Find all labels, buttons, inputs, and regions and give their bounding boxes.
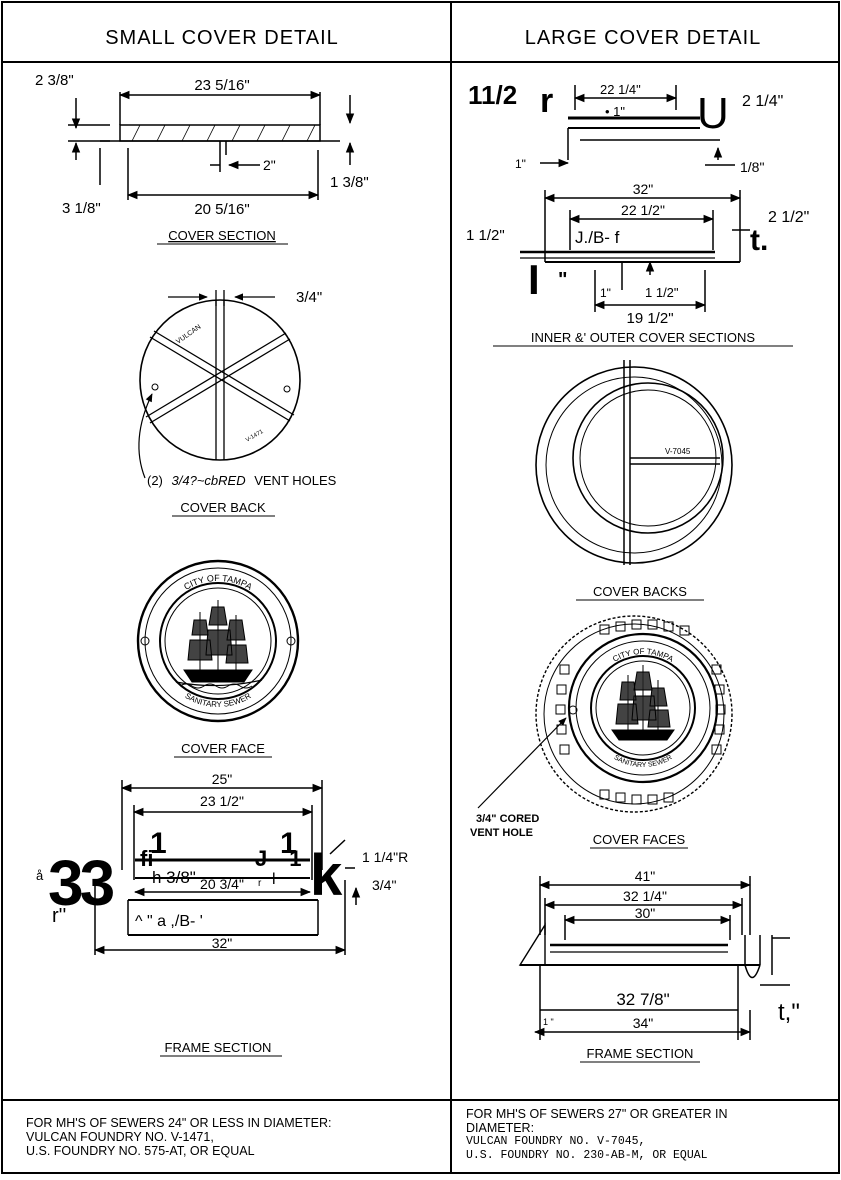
dim-small-overall: 23 5/16" [194, 77, 249, 94]
caption-large-frame-section: FRAME SECTION [587, 1046, 694, 1061]
stamp-v7045: V-7045 [665, 447, 691, 456]
note-large-line1: FOR MH'S OF SEWERS 27" OR GREATER IN [466, 1107, 728, 1121]
dim-lframe-d3: 30" [635, 905, 656, 921]
header-large: LARGE COVER DETAIL [525, 27, 762, 49]
dim-lframe-d5: 34" [633, 1015, 654, 1031]
dim-io-bottom: 19 1/2" [626, 310, 673, 327]
note-large-line4: U.S. FOUNDRY NO. 230-AB-M, OR EQUAL [466, 1149, 708, 1162]
frame-garble-a: fi- [140, 846, 161, 871]
dim-lframe-right-mark: t," [778, 999, 800, 1026]
dim-frame-bottom: 32" [212, 935, 233, 951]
dim-rib-width: 3/4" [296, 289, 322, 306]
frame-left-mark: å [36, 868, 44, 883]
dim-io-sub2: 1 1/2" [645, 285, 679, 300]
note-large-line3: VULCAN FOUNDRY NO. V-7045, [466, 1135, 646, 1148]
caption-cover-backs: COVER BACKS [593, 584, 687, 599]
dim-frame-inner-top: 23 1/2" [200, 793, 244, 809]
frame-base-garble: ^ " a ,/B- ' [135, 913, 203, 930]
small-cover-face: CITY OF TAMPA SANITARY SEWER COVER FACE [136, 559, 300, 758]
dim-io-right-label: 2 1/2" [768, 209, 809, 226]
dim-frame-mid-label: h 3/8" [152, 868, 196, 887]
frame-left-r: r'' [52, 905, 66, 927]
dim-lframe-d2: 32 1/4" [623, 888, 667, 904]
dim-small-lug: 2" [263, 157, 276, 173]
frame-mark-1a: 1 [150, 827, 167, 860]
grid-pattern-ring [555, 619, 726, 805]
small-cover-plate [119, 124, 321, 142]
dim-large-bottom-right: 1/8" [740, 159, 764, 175]
note-large-line2: DIAMETER: [466, 1121, 535, 1135]
dim-frame-mid-width: 20 3/4" [200, 876, 244, 892]
large-cover-faces: CITY OF TAMPA SANITARY SEWER 3/4" CORED … [470, 615, 733, 849]
ship-icon [175, 600, 263, 689]
note-large: FOR MH'S OF SEWERS 27" OR GREATER IN DIA… [466, 1107, 834, 1163]
callout-vent-holes: (2) 3/4?~cbRED VENT HOLES [147, 473, 337, 488]
large-frame-section: 41" 32 1/4" 30" 32 7/8" 34" 1 " t," FRAM… [518, 868, 800, 1063]
frame-mark-1b: 1 [280, 827, 297, 860]
dim-frame-outer-top: 25" [212, 771, 233, 787]
small-frame-section: 25" 23 1/2" 1 1 å 33 fi- J—1 k h 3/8" r … [36, 771, 408, 1057]
caption-small-cover-back: COVER BACK [180, 500, 266, 515]
dim-frame-right-small: 3/4" [372, 877, 396, 893]
dim-io-left-quote: " [558, 269, 567, 291]
header-small: SMALL COVER DETAIL [105, 27, 339, 49]
dim-lframe-d4: 32 7/8" [616, 990, 669, 1009]
dim-small-right-depth: 1 3/8" [330, 174, 369, 191]
dim-io-overall: 32" [633, 181, 654, 197]
dim-io-inner: 22 1/2" [621, 202, 665, 218]
frame-garble-d: r [258, 878, 262, 889]
ship-icon-large [611, 665, 675, 741]
note-small: FOR MH'S OF SEWERS 24" OR LESS IN DIAMET… [26, 1116, 446, 1158]
note-small-line2: VULCAN FOUNDRY NO. V-1471, [26, 1130, 214, 1144]
note-small-line3: U.S. FOUNDRY NO. 575-AT, OR EQUAL [26, 1144, 255, 1158]
dim-large-bottom-left: 1" [515, 157, 526, 171]
caption-small-cover-face: COVER FACE [181, 741, 265, 756]
small-cover-back: VULCAN V-1471 3/4" (2) 3/4?~cbRED VENT H… [138, 289, 337, 517]
dim-small-bottom-width: 20 5/16" [194, 201, 249, 218]
caption-cover-faces: COVER FACES [593, 832, 686, 847]
stamp-vulcan: VULCAN [175, 324, 202, 346]
large-hook: U [697, 89, 729, 138]
callout-cored-1: 3/4" CORED [476, 813, 539, 825]
dim-io-sub1: 1" [600, 286, 611, 300]
dim-large-right: 2 1/4" [742, 93, 783, 110]
dim-io-left-big-i: I [528, 256, 540, 303]
dim-io-right-t: t. [750, 224, 768, 257]
dim-lframe-left-mark: 1 " [543, 1017, 554, 1027]
callout-cored-2: VENT HOLE [470, 827, 533, 839]
dim-large-bracket: r [540, 82, 553, 120]
dim-lframe-outer: 41" [635, 868, 656, 884]
note-small-line1: FOR MH'S OF SEWERS 24" OR LESS IN DIAMET… [26, 1116, 332, 1130]
frame-left-big: 33 [48, 847, 114, 919]
caption-small-frame-section: FRAME SECTION [165, 1040, 272, 1055]
dim-small-bottom-left: 3 1/8" [62, 200, 101, 217]
dim-frame-radius: 1 1/4"R [362, 849, 408, 865]
caption-small-cover-section: COVER SECTION [168, 228, 276, 243]
dim-large-dot: • 1" [605, 104, 625, 119]
large-inner-outer-sections: 32" 22 1/2" 1 1/2" J./B‑ f t. 2 1/2" I "… [466, 181, 809, 347]
frame-garble-c: k [310, 843, 343, 908]
dim-large-left-big: 11/2 [468, 80, 517, 110]
dim-io-left: 1 1/2" [466, 227, 505, 244]
dim-small-left-thick: 2 3/8" [35, 72, 74, 89]
large-cover-section: 11/2 r 22 1/4" • 1" U 2 1/4" 1" 1/8" [468, 80, 783, 175]
frame-garble-e: l [272, 871, 276, 888]
frame-garble-b: J—1 [255, 846, 301, 871]
small-cover-section: 23 5/16" 2 3/8" 2" 1 3/8" 3 1/8" 20 5/16… [35, 72, 369, 245]
dim-large-top-width: 22 1/4" [600, 82, 641, 97]
caption-inner-outer: INNER &' OUTER COVER SECTIONS [531, 330, 756, 345]
stamp-v1471: V-1471 [245, 429, 265, 444]
large-cover-backs: V-7045 COVER BACKS [535, 360, 733, 601]
dim-io-center: J./B‑ f [575, 228, 620, 247]
